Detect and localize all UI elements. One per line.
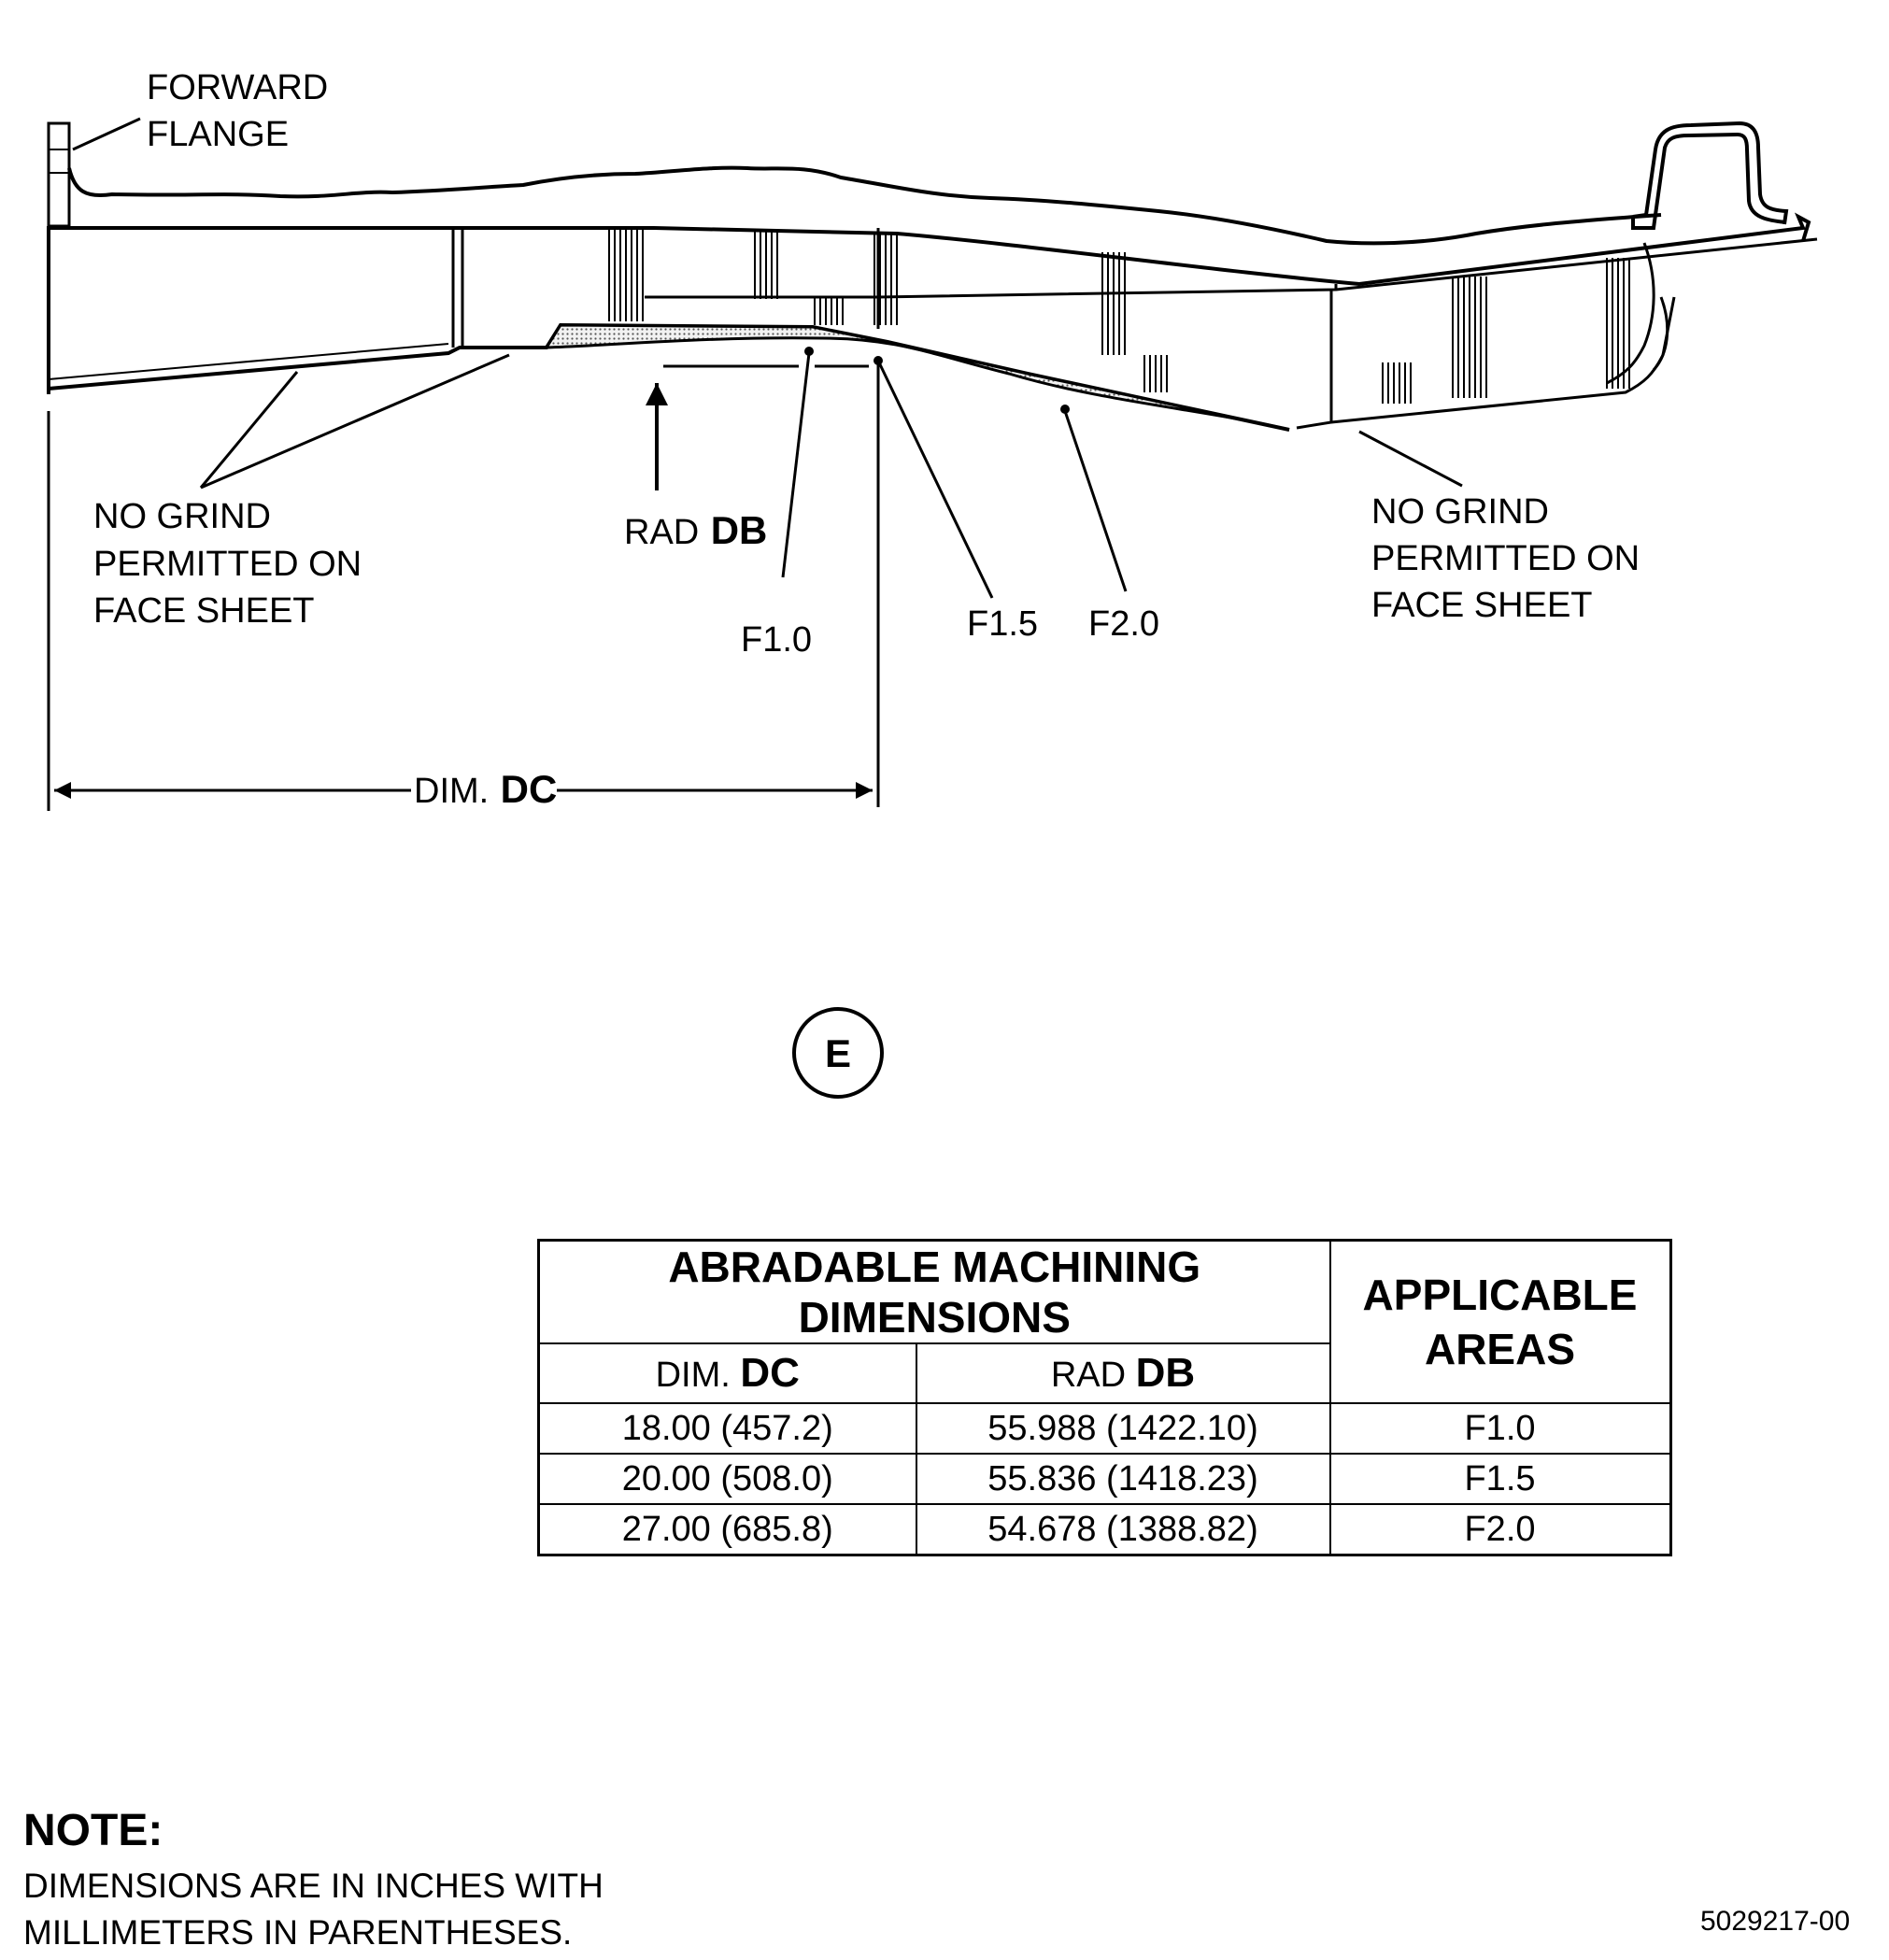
- dim-cell: 20.00 (508.0): [537, 1453, 917, 1505]
- rad-cell: 55.988 (1422.10): [915, 1402, 1331, 1455]
- note-line: DIMENSIONS ARE IN INCHES WITH: [23, 1867, 604, 1905]
- abradable-dimensions-table-wrap: ABRADABLE MACHINING DIMENSIONS APPLICABL…: [537, 1239, 1672, 1556]
- table-row: 18.00 (457.2) 55.988 (1422.10) F1.0: [537, 1402, 1671, 1455]
- aft-hook: [1631, 121, 1789, 230]
- housing-inner: [877, 237, 1818, 299]
- no-grind-right-1: NO GRIND: [1371, 492, 1549, 532]
- view-identifier: E: [825, 1031, 851, 1075]
- rad-cell: 54.678 (1388.82): [915, 1503, 1331, 1556]
- forward-flange-label-2: FLANGE: [147, 115, 289, 154]
- f10-label: F1.0: [741, 620, 812, 660]
- area-cell: F1.0: [1328, 1402, 1671, 1455]
- no-grind-left-3: FACE SHEET: [93, 591, 315, 631]
- dim-cell: 27.00 (685.8): [537, 1503, 917, 1556]
- table-row: 20.00 (508.0) 55.836 (1418.23) F1.5: [537, 1453, 1671, 1505]
- aft-curve: [1606, 242, 1669, 385]
- area-cell: F1.5: [1328, 1453, 1671, 1505]
- rad-cell: 55.836 (1418.23): [915, 1453, 1331, 1505]
- no-grind-left-2: PERMITTED ON: [93, 545, 362, 584]
- outer-skin: [67, 165, 1662, 246]
- no-grind-right-2: PERMITTED ON: [1371, 539, 1640, 578]
- housing-top: [49, 212, 1811, 287]
- applicable-areas-header: APPLICABLE AREAS: [1328, 1239, 1671, 1404]
- f20-label: F2.0: [1088, 604, 1159, 644]
- no-grind-left-1: NO GRIND: [93, 497, 271, 536]
- no-grind-right-3: FACE SHEET: [1371, 586, 1593, 625]
- dim-cell: 18.00 (457.2): [537, 1402, 917, 1455]
- honeycomb-core: [608, 228, 1630, 404]
- note-heading: NOTE:: [23, 1806, 163, 1855]
- face-sheet-left-inner: [48, 343, 449, 380]
- dim-dc-header: DIM. DC: [537, 1342, 917, 1404]
- f15-label: F1.5: [967, 604, 1038, 644]
- rad-db-label: RAD DB: [624, 508, 767, 552]
- abradable-dimensions-table: ABRADABLE MACHINING DIMENSIONS APPLICABL…: [537, 1239, 1672, 1556]
- area-cell: F2.0: [1328, 1503, 1671, 1556]
- table-title: ABRADABLE MACHINING DIMENSIONS: [537, 1239, 1331, 1344]
- forward-flange-label-1: FORWARD: [147, 68, 328, 107]
- rad-db-header: RAD DB: [915, 1342, 1331, 1404]
- dim-dc-label: DIM. DC: [414, 767, 557, 811]
- leaders: [72, 117, 1463, 599]
- septum: [451, 228, 880, 348]
- forward-flange: [47, 121, 71, 394]
- abradable-region: [544, 323, 1290, 432]
- cross-section-drawing: FORWARD FLANGE NO GRIND PERMITTED ON FAC…: [47, 68, 1818, 1099]
- view-identifier-circle: [792, 1007, 884, 1099]
- dim-dc-lines: [47, 362, 880, 811]
- drawing-number: 5029217-00: [1700, 1906, 1851, 1937]
- note-body: DIMENSIONS ARE IN INCHES WITH MILLIMETER…: [23, 1863, 677, 1956]
- note-line: MILLIMETERS IN PARENTHESES.: [23, 1913, 573, 1952]
- table-row: 27.00 (685.8) 54.678 (1388.82) F2.0: [537, 1503, 1671, 1556]
- leader-dots: [804, 347, 1070, 414]
